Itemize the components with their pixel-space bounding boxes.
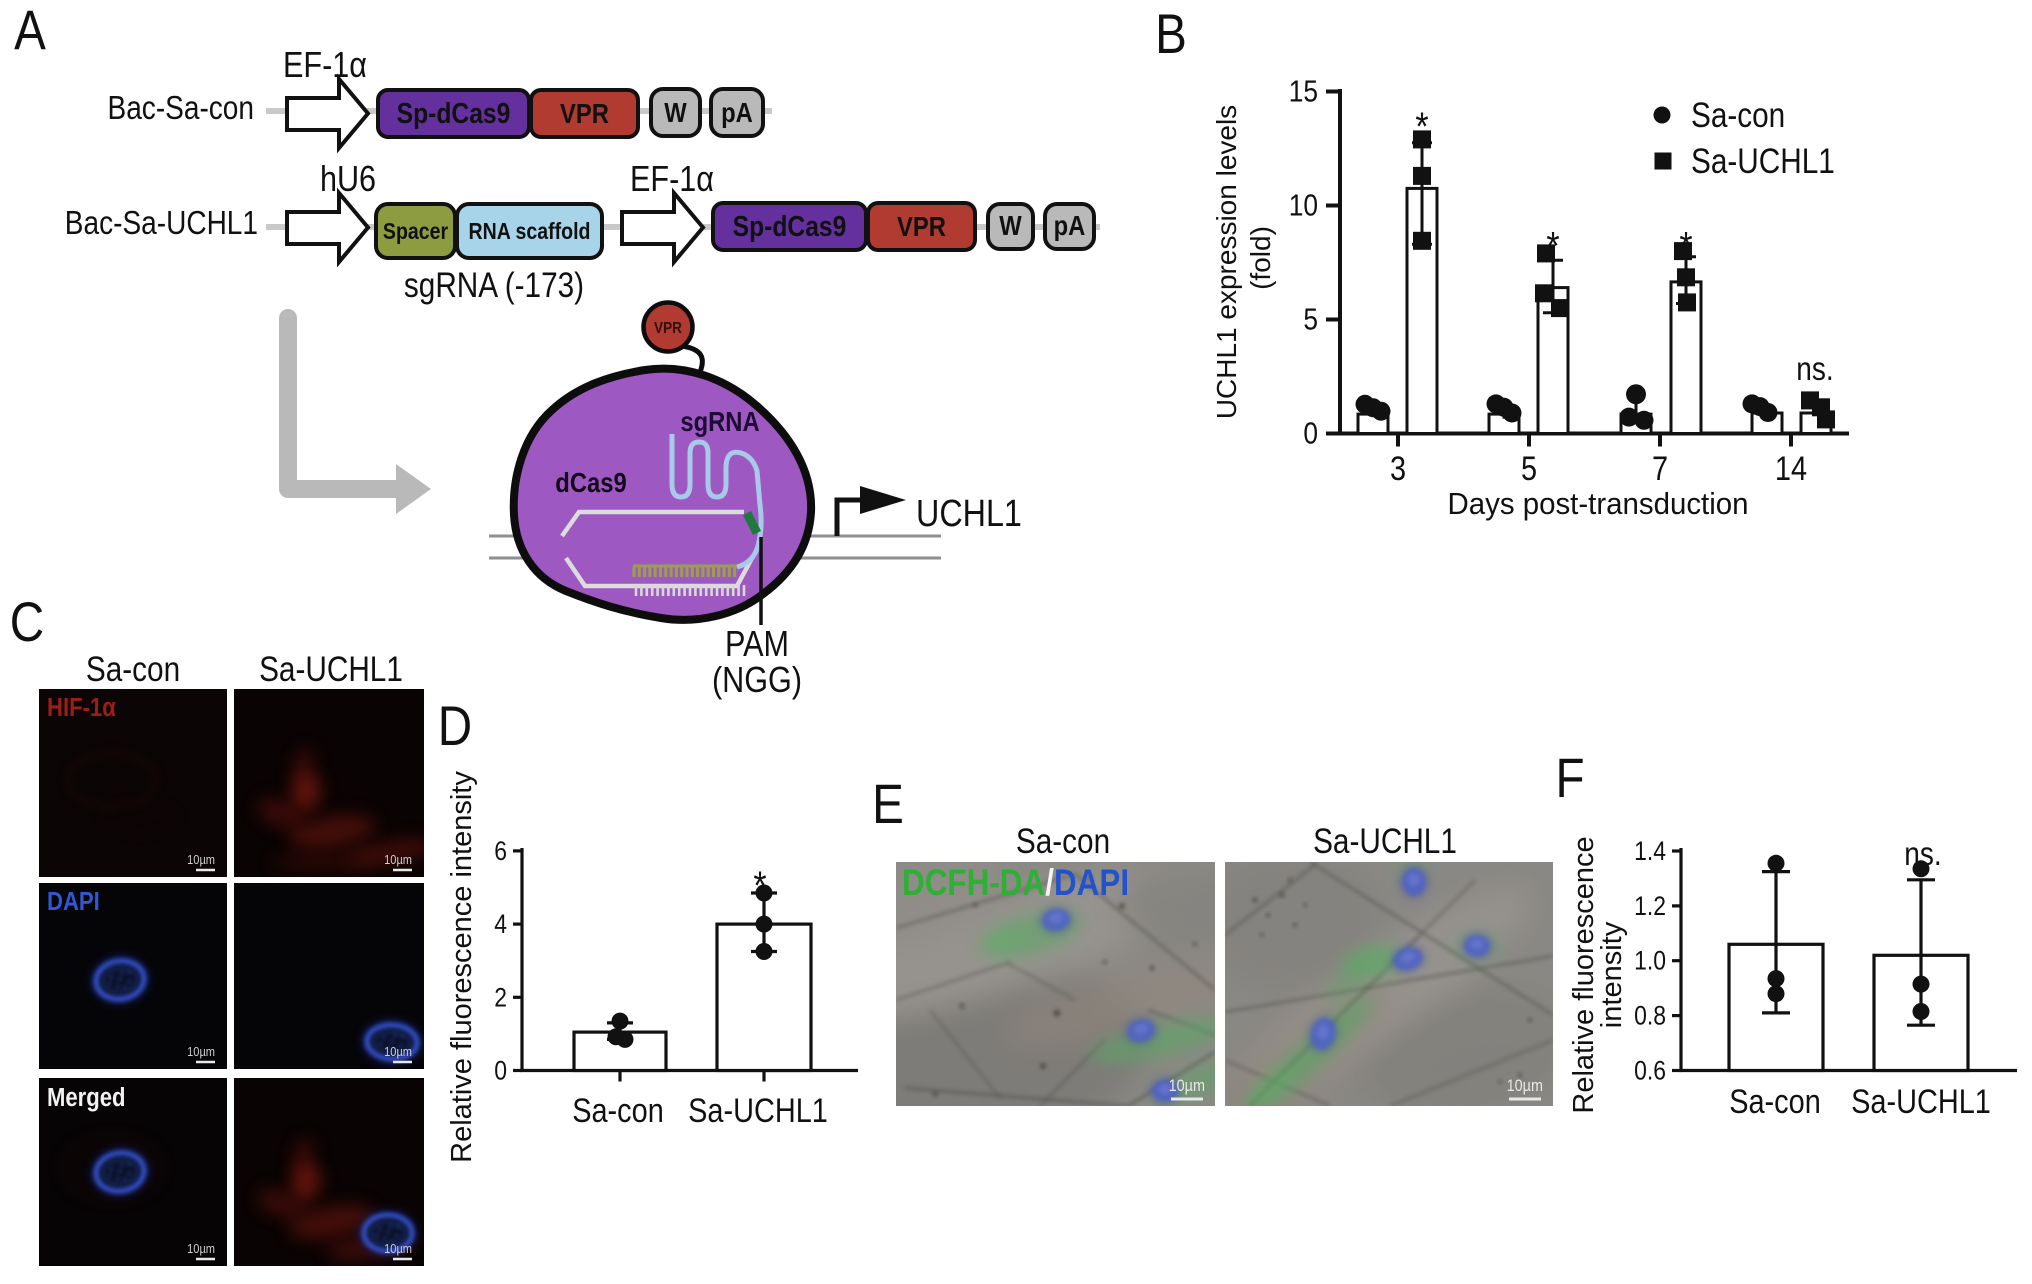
svg-text:Days post-transduction: Days post-transduction bbox=[1447, 487, 1748, 521]
svg-text:Merged: Merged bbox=[47, 1083, 126, 1112]
svg-text:D: D bbox=[438, 695, 472, 757]
svg-text:*: * bbox=[1546, 223, 1559, 268]
svg-text:Bac-Sa-UCHL1: Bac-Sa-UCHL1 bbox=[65, 205, 258, 242]
svg-text:C: C bbox=[10, 591, 44, 653]
svg-text:7: 7 bbox=[1652, 449, 1668, 488]
svg-text:(fold): (fold) bbox=[1245, 226, 1276, 290]
svg-text:Sa-con: Sa-con bbox=[1016, 822, 1110, 861]
svg-text:PAM: PAM bbox=[725, 625, 789, 665]
svg-text:B: B bbox=[1155, 3, 1187, 65]
svg-text:Spacer: Spacer bbox=[383, 219, 448, 245]
svg-text:DCFH-DA/DAPI: DCFH-DA/DAPI bbox=[902, 863, 1129, 904]
svg-text:Sa-con: Sa-con bbox=[86, 650, 180, 689]
svg-text:EF-1α: EF-1α bbox=[283, 46, 367, 86]
svg-text:UCHL1: UCHL1 bbox=[916, 493, 1022, 535]
svg-text:Relative fluorescence intensit: Relative fluorescence intensity bbox=[446, 771, 478, 1163]
svg-text:W: W bbox=[999, 209, 1022, 241]
svg-text:5: 5 bbox=[1303, 303, 1318, 337]
svg-text:15: 15 bbox=[1289, 75, 1318, 109]
svg-text:Sa-con: Sa-con bbox=[1729, 1082, 1821, 1121]
svg-text:4: 4 bbox=[494, 909, 507, 939]
svg-text:DAPI: DAPI bbox=[47, 887, 100, 916]
svg-text:10µm: 10µm bbox=[187, 1241, 215, 1256]
svg-text:2: 2 bbox=[494, 983, 507, 1013]
svg-text:Sa-UCHL1: Sa-UCHL1 bbox=[1851, 1082, 1991, 1121]
svg-text:10µm: 10µm bbox=[1507, 1077, 1543, 1095]
svg-text:Sa-con: Sa-con bbox=[1691, 96, 1785, 135]
svg-text:10µm: 10µm bbox=[384, 1044, 412, 1059]
svg-text:VPR: VPR bbox=[654, 320, 682, 337]
svg-text:10µm: 10µm bbox=[187, 1044, 215, 1059]
svg-text:10µm: 10µm bbox=[384, 1241, 412, 1256]
svg-text:Sa-UCHL1: Sa-UCHL1 bbox=[1313, 822, 1457, 861]
svg-text:pA: pA bbox=[721, 96, 753, 128]
svg-text:hU6: hU6 bbox=[320, 160, 376, 200]
svg-text:E: E bbox=[872, 773, 904, 835]
svg-text:*: * bbox=[1679, 223, 1692, 268]
svg-text:(NGG): (NGG) bbox=[712, 661, 802, 701]
svg-text:10µm: 10µm bbox=[384, 852, 412, 867]
svg-text:A: A bbox=[14, 0, 46, 62]
svg-text:UCHL1 expression levels: UCHL1 expression levels bbox=[1211, 105, 1242, 419]
svg-text:*: * bbox=[753, 862, 766, 907]
svg-text:HIF-1α: HIF-1α bbox=[47, 693, 116, 722]
svg-text:*: * bbox=[1415, 103, 1428, 148]
svg-text:dCas9: dCas9 bbox=[555, 466, 626, 498]
svg-text:5: 5 bbox=[1521, 449, 1537, 488]
svg-text:1.4: 1.4 bbox=[1634, 836, 1666, 866]
svg-text:Sa-UCHL1: Sa-UCHL1 bbox=[259, 650, 403, 689]
svg-text:sgRNA: sgRNA bbox=[680, 405, 760, 437]
svg-text:Relative fluorescence: Relative fluorescence bbox=[1568, 836, 1600, 1113]
svg-text:pA: pA bbox=[1054, 209, 1086, 241]
svg-text:0.8: 0.8 bbox=[1634, 1001, 1666, 1031]
svg-text:Sa-con: Sa-con bbox=[572, 1091, 664, 1130]
svg-text:Sp-dCas9: Sp-dCas9 bbox=[733, 210, 847, 242]
svg-text:RNA scaffold: RNA scaffold bbox=[469, 219, 591, 245]
svg-text:0.6: 0.6 bbox=[1634, 1056, 1666, 1086]
svg-text:Bac-Sa-con: Bac-Sa-con bbox=[108, 90, 254, 127]
svg-text:14: 14 bbox=[1775, 449, 1807, 488]
svg-text:F: F bbox=[1555, 747, 1584, 809]
svg-text:0: 0 bbox=[494, 1056, 507, 1086]
svg-text:VPR: VPR bbox=[897, 210, 946, 242]
svg-text:3: 3 bbox=[1390, 449, 1406, 488]
svg-text:10µm: 10µm bbox=[187, 852, 215, 867]
svg-text:intensity: intensity bbox=[1596, 921, 1628, 1028]
svg-text:Sp-dCas9: Sp-dCas9 bbox=[397, 97, 511, 129]
svg-text:ns.: ns. bbox=[1796, 351, 1833, 388]
svg-text:1.0: 1.0 bbox=[1634, 946, 1666, 976]
svg-text:sgRNA (-173): sgRNA (-173) bbox=[404, 266, 584, 305]
svg-text:6: 6 bbox=[494, 836, 507, 866]
svg-text:ns.: ns. bbox=[1904, 836, 1941, 873]
svg-text:Sa-UCHL1: Sa-UCHL1 bbox=[688, 1091, 828, 1130]
svg-text:10: 10 bbox=[1289, 189, 1318, 223]
svg-text:0: 0 bbox=[1303, 417, 1318, 451]
svg-text:W: W bbox=[664, 96, 687, 128]
svg-text:10µm: 10µm bbox=[1169, 1077, 1205, 1095]
svg-text:Sa-UCHL1: Sa-UCHL1 bbox=[1691, 142, 1835, 181]
svg-text:VPR: VPR bbox=[560, 97, 609, 129]
svg-text:1.2: 1.2 bbox=[1634, 891, 1666, 921]
